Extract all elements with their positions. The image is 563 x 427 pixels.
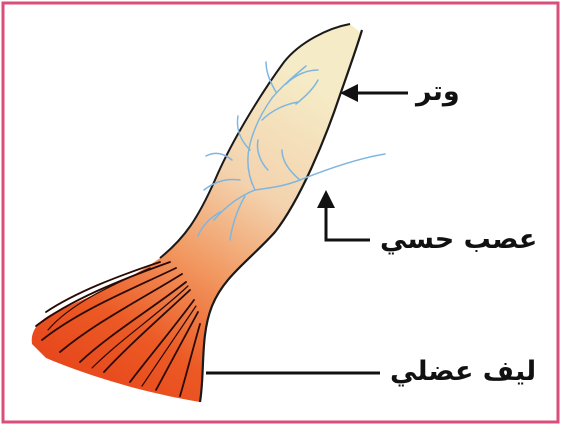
nerve-pointer-arrow <box>317 190 370 240</box>
tendon-pointer-arrow <box>340 84 408 102</box>
muscle-tendon-body <box>32 24 362 402</box>
muscle-fiber-label: ليف عضلي <box>390 358 536 385</box>
tendon-label: وتر <box>416 78 460 105</box>
sensory-nerve-label: عصب حسي <box>380 226 537 253</box>
